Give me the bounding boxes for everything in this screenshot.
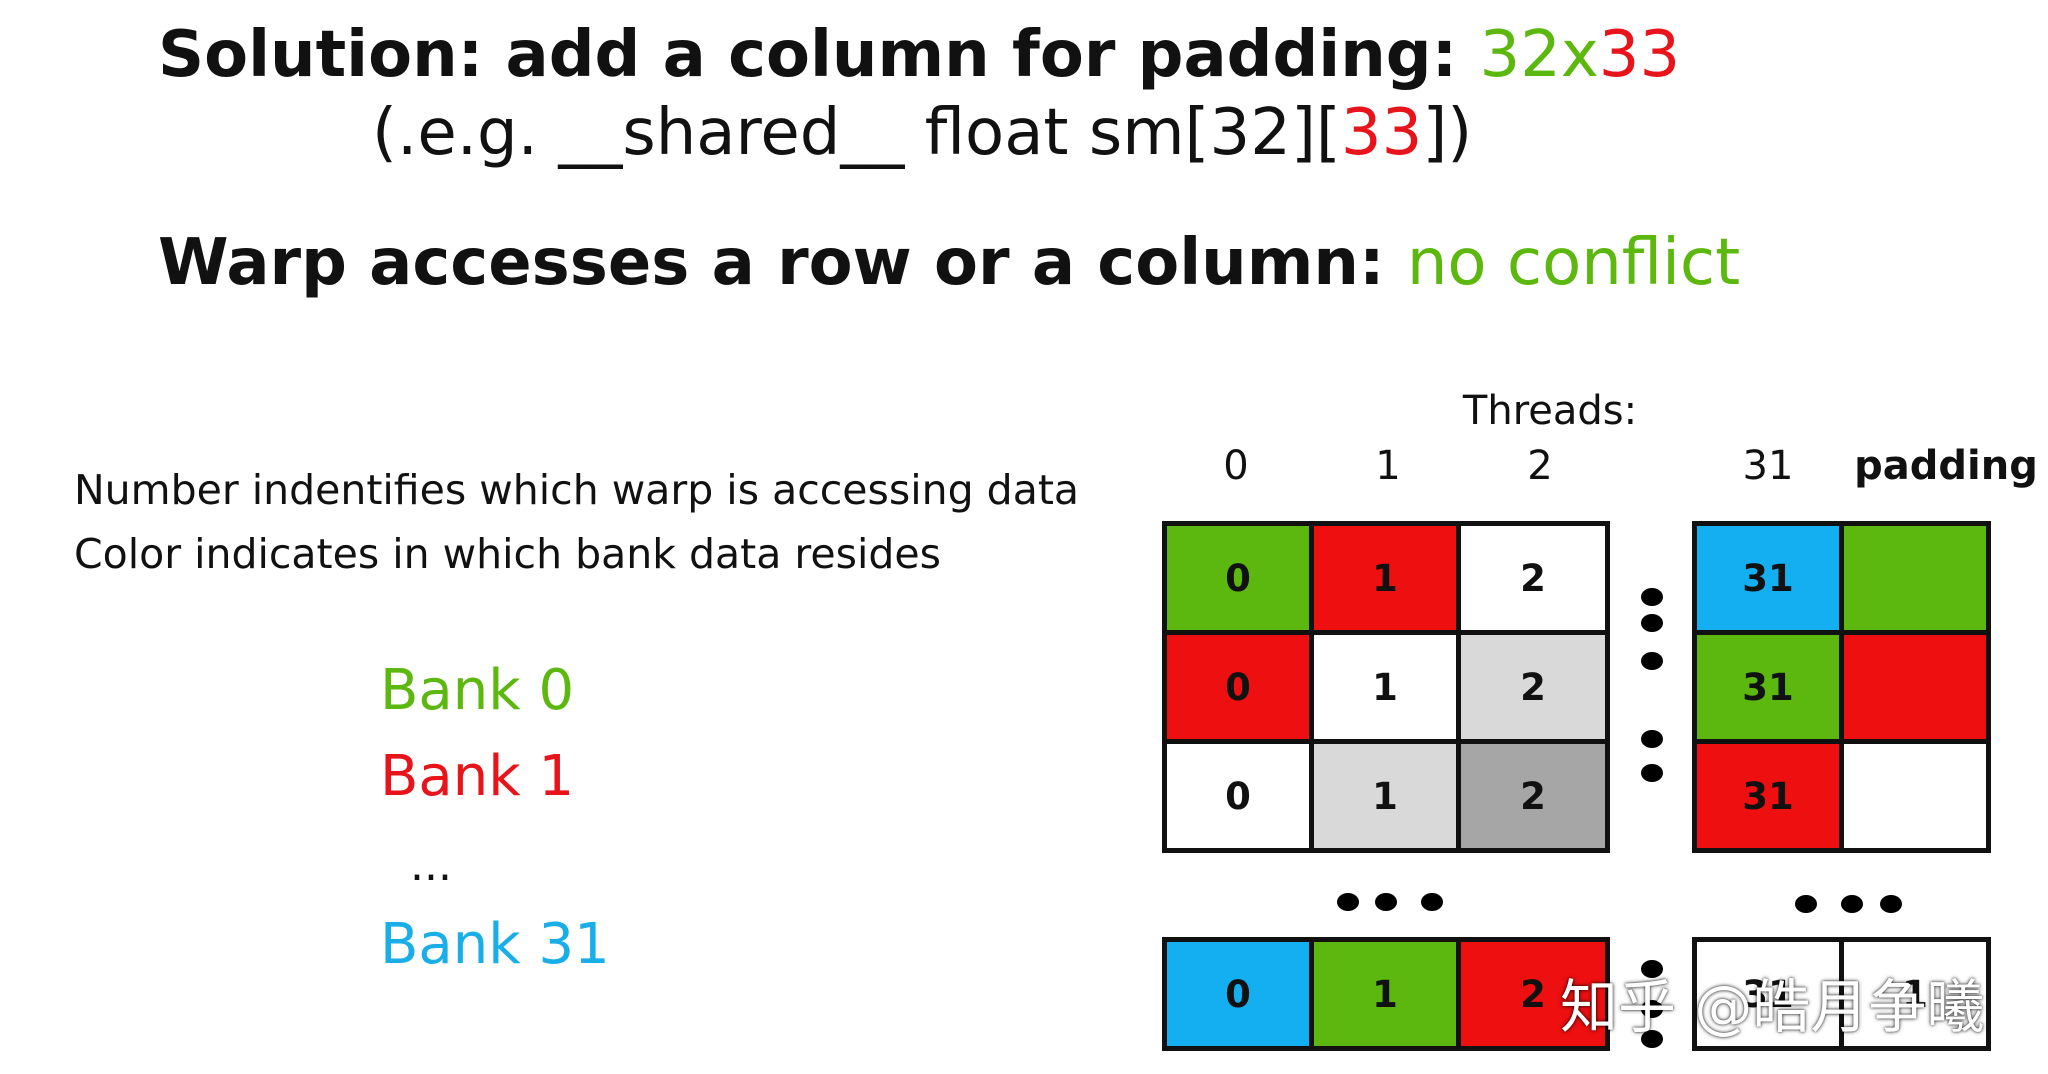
watermark: 知乎 @皓月争曦: [1560, 973, 1985, 1041]
vertical-ellipsis-dot: [1641, 960, 1663, 978]
cell-r2-c31: 31: [1692, 739, 1844, 853]
bank-31-label: Bank 31: [380, 912, 610, 977]
cell-r31-c1: 1: [1309, 937, 1461, 1051]
vertical-ellipsis-dot: [1641, 614, 1663, 632]
horizontal-ellipsis-dot: [1421, 893, 1443, 911]
title: Solution: add a column for padding: 32x3…: [158, 18, 1680, 92]
bank-ellipsis: ...: [410, 840, 452, 891]
cell-r1-padding: [1839, 630, 1991, 744]
vertical-ellipsis-dot: [1641, 1000, 1663, 1018]
headline-2-result: no conflict: [1406, 226, 1741, 300]
vertical-ellipsis-dot: [1641, 764, 1663, 782]
legend-line-2: Color indicates in which bank data resid…: [74, 530, 941, 578]
bank-1-label: Bank 1: [380, 744, 575, 809]
vertical-ellipsis-dot: [1641, 730, 1663, 748]
cell-r31-padding: 1: [1839, 937, 1991, 1051]
cell-r2-c1: 1: [1309, 739, 1461, 853]
title-dim-b: 33: [1598, 18, 1681, 92]
horizontal-ellipsis-dot: [1841, 895, 1863, 913]
cell-r1-c0: 0: [1162, 630, 1314, 744]
cell-r1-c2: 2: [1456, 630, 1610, 744]
horizontal-ellipsis-dot: [1375, 893, 1397, 911]
column-header-2: 2: [1527, 443, 1553, 489]
cell-r31-c2: 2: [1456, 937, 1610, 1051]
cell-r1-c1: 1: [1309, 630, 1461, 744]
headline-2-text: Warp accesses a row or a column:: [158, 226, 1407, 300]
horizontal-ellipsis-dot: [1795, 895, 1817, 913]
horizontal-ellipsis-dot: [1880, 895, 1902, 913]
cell-r31-c31: 31: [1692, 937, 1844, 1051]
horizontal-ellipsis-dot: [1337, 893, 1359, 911]
cell-r31-c0: 0: [1162, 937, 1314, 1051]
cell-r1-c31: 31: [1692, 630, 1844, 744]
cell-r2-c0: 0: [1162, 739, 1314, 853]
vertical-ellipsis-dot: [1641, 1030, 1663, 1048]
column-header-0: 0: [1223, 443, 1249, 489]
headline-2: Warp accesses a row or a column: no conf…: [158, 226, 1740, 300]
cell-r2-padding: [1839, 739, 1991, 853]
subtitle-padded: 33: [1340, 96, 1423, 170]
subtitle-suffix: ]): [1422, 96, 1473, 170]
cell-r0-c0: 0: [1162, 521, 1314, 635]
cell-r2-c2: 2: [1456, 739, 1610, 853]
column-header-1: 1: [1375, 443, 1401, 489]
subtitle: (.e.g. __shared__ float sm[32][33]): [372, 96, 1472, 170]
cell-r0-padding: [1839, 521, 1991, 635]
threads-label: Threads:: [1462, 388, 1638, 434]
cell-r0-c2: 2: [1456, 521, 1610, 635]
title-dim-a: 32x: [1479, 18, 1599, 92]
bank-0-label: Bank 0: [380, 658, 575, 723]
legend-line-1: Number indentifies which warp is accessi…: [74, 466, 1080, 514]
vertical-ellipsis-dot: [1641, 588, 1663, 606]
column-header-31: 31: [1742, 443, 1794, 489]
title-text: Solution: add a column for padding:: [158, 18, 1480, 92]
vertical-ellipsis-dot: [1641, 652, 1663, 670]
cell-r0-c31: 31: [1692, 521, 1844, 635]
subtitle-prefix: (.e.g. __shared__ float sm[32][: [372, 96, 1341, 170]
cell-r0-c1: 1: [1309, 521, 1461, 635]
column-header-padding: padding: [1854, 443, 2038, 489]
